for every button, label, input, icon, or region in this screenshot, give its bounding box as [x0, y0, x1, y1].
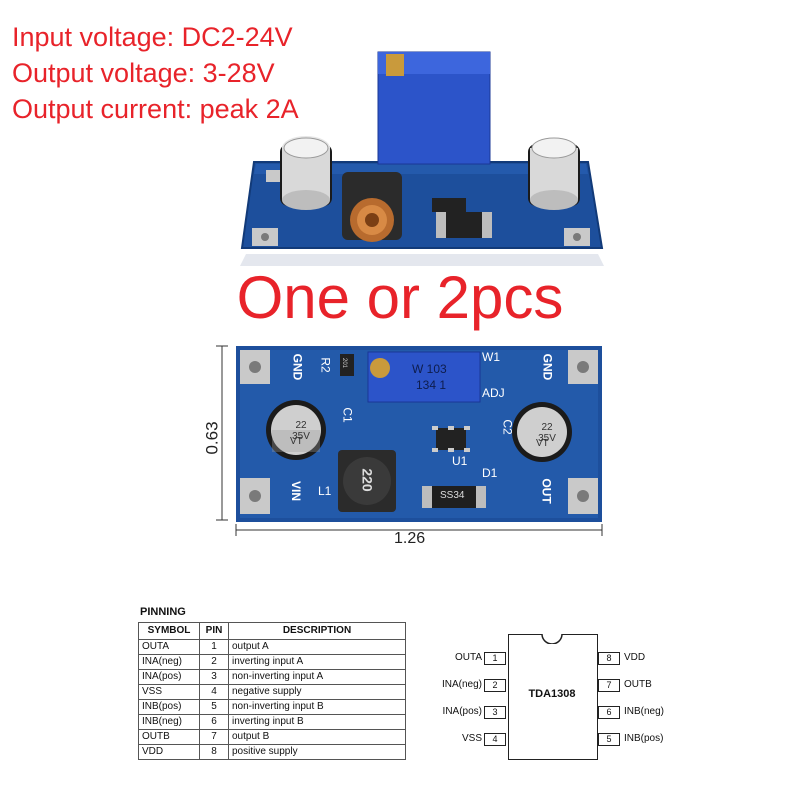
diode-marking: SS34	[440, 490, 465, 501]
row-pin: 6	[199, 714, 229, 730]
output-current-spec: Output current: peak 2A	[12, 94, 299, 124]
board-top-view: GND GND VIN OUT R2 C1 C2 L1 D1 U1 W1 ADJ…	[236, 346, 602, 522]
pin-label-left: OUTA	[454, 652, 482, 663]
pin-number-left: 4	[484, 733, 506, 746]
row-pin: 4	[199, 684, 229, 700]
adj-label: ADJ	[482, 386, 505, 400]
pin-number-right: 6	[598, 706, 620, 719]
row-description: inverting input B	[228, 714, 406, 730]
row-description: non-inverting input A	[228, 669, 406, 685]
row-pin: 1	[199, 639, 229, 655]
header-pin: PIN	[199, 622, 229, 640]
board-top-graphic	[236, 346, 602, 522]
dimension-lines	[216, 345, 603, 536]
row-pin: 8	[199, 744, 229, 760]
row-pin: 7	[199, 729, 229, 745]
width-dimension: 1.26	[394, 530, 426, 547]
pot-code-label: 134 1	[416, 378, 447, 392]
table-row: INB(pos) 5 non-inverting input B	[138, 699, 406, 715]
pin-label-left: INA(pos)	[442, 706, 482, 717]
row-symbol: OUTB	[138, 729, 200, 745]
cap-left-value: 22 35V	[292, 420, 310, 442]
chip-name: TDA1308	[528, 688, 576, 700]
pin-label-right: VDD	[624, 652, 646, 663]
board-photo-angled	[240, 51, 604, 266]
table-row: OUTA 1 output A	[138, 639, 406, 655]
row-description: inverting input A	[228, 654, 406, 670]
u1-label: U1	[452, 454, 468, 468]
table-row: INB(neg) 6 inverting input B	[138, 714, 406, 730]
row-symbol: OUTA	[138, 639, 200, 655]
chip-body	[508, 634, 598, 760]
pin-label-right: OUTB	[624, 679, 652, 690]
row-pin: 2	[199, 654, 229, 670]
row-symbol: VSS	[138, 684, 200, 700]
row-symbol: INA(pos)	[138, 669, 200, 685]
height-dimension: 0.63	[202, 421, 222, 455]
cap-right-value: 22 35V	[538, 422, 556, 444]
cap-right-code: VT	[536, 438, 549, 449]
row-description: output A	[228, 639, 406, 655]
pin-number-left: 3	[484, 706, 506, 719]
chip-notch	[541, 633, 563, 644]
row-symbol: INB(neg)	[138, 714, 200, 730]
table-row: VDD 8 positive supply	[138, 744, 406, 760]
row-pin: 5	[199, 699, 229, 715]
row-symbol: VDD	[138, 744, 200, 760]
pin-label-left: VSS	[461, 733, 482, 744]
table-row: INA(pos) 3 non-inverting input A	[138, 669, 406, 685]
pot-value-label: W 103	[412, 362, 447, 376]
header-symbol: SYMBOL	[138, 622, 200, 640]
table-row: INA(neg) 2 inverting input A	[138, 654, 406, 670]
row-description: negative supply	[228, 684, 406, 700]
pin-label-left: INA(neg)	[441, 679, 482, 690]
row-pin: 3	[199, 669, 229, 685]
row-description: positive supply	[228, 744, 406, 760]
pin-number-right: 5	[598, 733, 620, 746]
row-description: non-inverting input B	[228, 699, 406, 715]
l1-label: L1	[318, 484, 332, 498]
pinning-header-row: SYMBOL PIN DESCRIPTION	[138, 622, 406, 640]
pin-number-left: 2	[484, 679, 506, 692]
table-row: VSS 4 negative supply	[138, 684, 406, 700]
d1-label: D1	[482, 466, 498, 480]
pin-number-left: 1	[484, 652, 506, 665]
pin-label-right: INB(pos)	[624, 733, 664, 744]
quantity-title: One or 2pcs	[236, 264, 564, 331]
input-voltage-spec: Input voltage: DC2-24V	[12, 22, 293, 52]
header-description: DESCRIPTION	[228, 622, 406, 640]
output-voltage-spec: Output voltage: 3-28V	[12, 58, 275, 88]
cap-left-code: VT	[290, 436, 303, 447]
pin-label-right: INB(neg)	[624, 706, 665, 717]
pinning-title: PINNING	[140, 606, 186, 618]
row-description: output B	[228, 729, 406, 745]
w1-label: W1	[482, 350, 500, 364]
row-symbol: INA(neg)	[138, 654, 200, 670]
table-row: OUTB 7 output B	[138, 729, 406, 745]
row-symbol: INB(pos)	[138, 699, 200, 715]
pin-number-right: 8	[598, 652, 620, 665]
pinning-table: SYMBOL PIN DESCRIPTION OUTA 1 output A I…	[138, 622, 406, 760]
pin-number-right: 7	[598, 679, 620, 692]
